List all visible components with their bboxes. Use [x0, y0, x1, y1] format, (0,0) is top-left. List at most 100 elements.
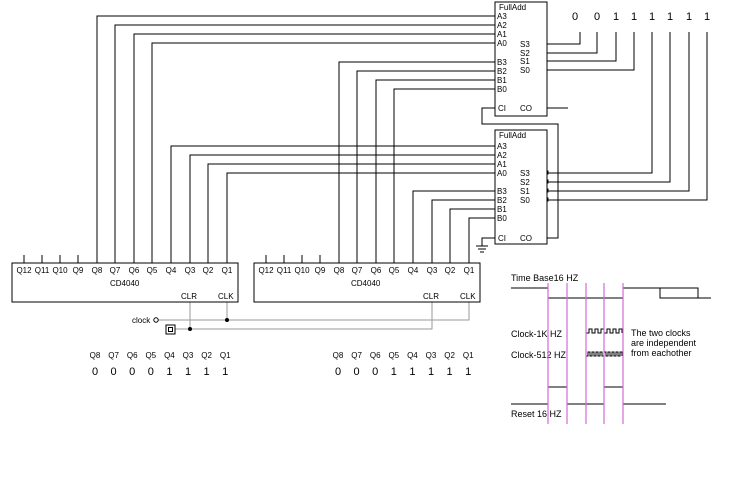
timing-note-line-1: The two clocks — [631, 328, 691, 338]
counter-1-pin-4: Q8 — [92, 266, 103, 275]
clear-junction-icon — [188, 327, 192, 331]
wire-clear — [175, 302, 433, 330]
readout-2-value-0: 0 — [335, 366, 341, 378]
readout-1-value-5: 1 — [185, 366, 191, 378]
wire-fa2-a-0 — [170, 145, 495, 255]
counter-2-clr: CLR — [423, 292, 439, 301]
full-adder_2-input-7: B0 — [497, 214, 507, 223]
output-bit-0: 0 — [572, 11, 578, 23]
full-adder_1-input-5: B2 — [497, 67, 507, 76]
reset-pushbutton-inner-icon — [168, 327, 173, 332]
clock-label: clock — [132, 316, 151, 325]
wave-time-base-pulse-2 — [659, 287, 699, 298]
counter-2-pin-4: Q8 — [334, 266, 345, 275]
wire-fa1-b-1 — [356, 70, 495, 255]
wire-fa2-b-0 — [412, 190, 495, 255]
output-bit-6: 1 — [686, 11, 692, 23]
counter-2-box — [253, 262, 481, 303]
timing-clock-512-label: Clock-512 HZ — [511, 350, 567, 360]
wire-fa2-a-2 — [207, 163, 495, 255]
full-adder_2-sum-0: S3 — [520, 169, 530, 178]
counter-2-pin-6: Q6 — [371, 266, 382, 275]
wire-fa2-a-1 — [189, 154, 495, 255]
readout-1-header-6: Q2 — [201, 351, 212, 360]
output-bit-2: 1 — [613, 11, 619, 23]
counter-2-pin-7: Q5 — [389, 266, 400, 275]
readout-2-header-6: Q2 — [444, 351, 455, 360]
counter-1-pin-8: Q4 — [166, 266, 177, 275]
wire-fa1-a-3 — [151, 42, 495, 255]
wave-time-base — [511, 287, 711, 299]
readout-1-value-1: 0 — [111, 366, 117, 378]
counter-1-pin-1: Q11 — [35, 266, 50, 275]
wire-fa1-b-2 — [375, 79, 495, 255]
readout-2-value-1: 0 — [354, 366, 360, 378]
counter-2-pin-8: Q4 — [408, 266, 419, 275]
readout-2-header-5: Q3 — [426, 351, 437, 360]
timing-diagram: Time Base16 HZ Clock-1K HZ Clock-512 HZ … — [511, 273, 711, 424]
wire-fa2-ci-ground — [481, 237, 495, 246]
readout-1-header-5: Q3 — [183, 351, 194, 360]
full-adder_1-input-2: A1 — [497, 30, 507, 39]
output-bit-7: 1 — [704, 11, 710, 23]
counter-2-pin-1: Q11 — [277, 266, 292, 275]
wire-fa2-b-1 — [431, 199, 495, 255]
full-adder_1-input-6: B1 — [497, 76, 507, 85]
readout-1-header-0: Q8 — [90, 351, 101, 360]
clock-junction-icon — [225, 318, 229, 322]
counter-2-pin-9: Q3 — [427, 266, 438, 275]
output-bit-5: 1 — [667, 11, 673, 23]
readout-1-value-0: 0 — [92, 366, 98, 378]
wire-layer — [96, 15, 708, 331]
readout-2-header-2: Q6 — [370, 351, 381, 360]
full-adder_1-input-7: B0 — [497, 85, 507, 94]
output-bit-4: 1 — [649, 11, 655, 23]
counter-2-pin-5: Q7 — [352, 266, 363, 275]
full-adder-1-title: FullAdd — [499, 3, 526, 12]
wire-fa2-sum-2 — [547, 32, 690, 192]
full-adder_1-sum-1: S2 — [520, 49, 530, 58]
full-adder_2-input-6: B1 — [497, 205, 507, 214]
full-adder_2-input-0: A3 — [497, 142, 507, 151]
counter-1-pin-6: Q6 — [129, 266, 140, 275]
wire-fa1-b-0 — [338, 61, 495, 255]
readout-2-header-7: Q1 — [463, 351, 474, 360]
counter-1-pin-11: Q1 — [222, 266, 233, 275]
wire-fa1-a-2 — [133, 33, 495, 255]
wire-fa2-sum-3 — [547, 32, 708, 201]
full-adder_1-sum-3: S0 — [520, 66, 530, 75]
counter-1-pin-0: Q12 — [16, 266, 32, 275]
counter-1-pin-9: Q3 — [185, 266, 196, 275]
counter-2-pin-3: Q9 — [315, 266, 326, 275]
counter-1-pin-3: Q9 — [73, 266, 84, 275]
full-adder-2-carry-in: CI — [498, 234, 506, 243]
ground-icon — [476, 245, 488, 253]
counter-2-pin-2: Q10 — [294, 266, 310, 275]
wire-fa2-b-3 — [468, 217, 495, 255]
full-adder-2-title: FullAdd — [499, 131, 526, 140]
readout-1-header-3: Q5 — [145, 351, 156, 360]
wave-reset — [511, 386, 666, 405]
counter-2-pin-11: Q1 — [464, 266, 475, 275]
full-adder_2-input-3: A0 — [497, 169, 507, 178]
readout-2-header-1: Q7 — [351, 351, 362, 360]
counter-1-pin-5: Q7 — [110, 266, 121, 275]
clock-terminal-icon[interactable] — [153, 317, 159, 323]
full-adder_1-input-4: B3 — [497, 58, 507, 67]
full-adder_1-input-1: A2 — [497, 21, 507, 30]
counter-1-box — [11, 262, 239, 303]
full-adder-2-carry-out: CO — [520, 234, 532, 243]
full-adder_2-input-2: A1 — [497, 160, 507, 169]
wire-fa1-b-3 — [393, 88, 495, 255]
full-adder_2-sum-1: S2 — [520, 178, 530, 187]
full-adder-2-box — [494, 129, 548, 245]
counter-2-pin-10: Q2 — [445, 266, 456, 275]
timing-reset-label: Reset 16 HZ — [511, 409, 562, 419]
